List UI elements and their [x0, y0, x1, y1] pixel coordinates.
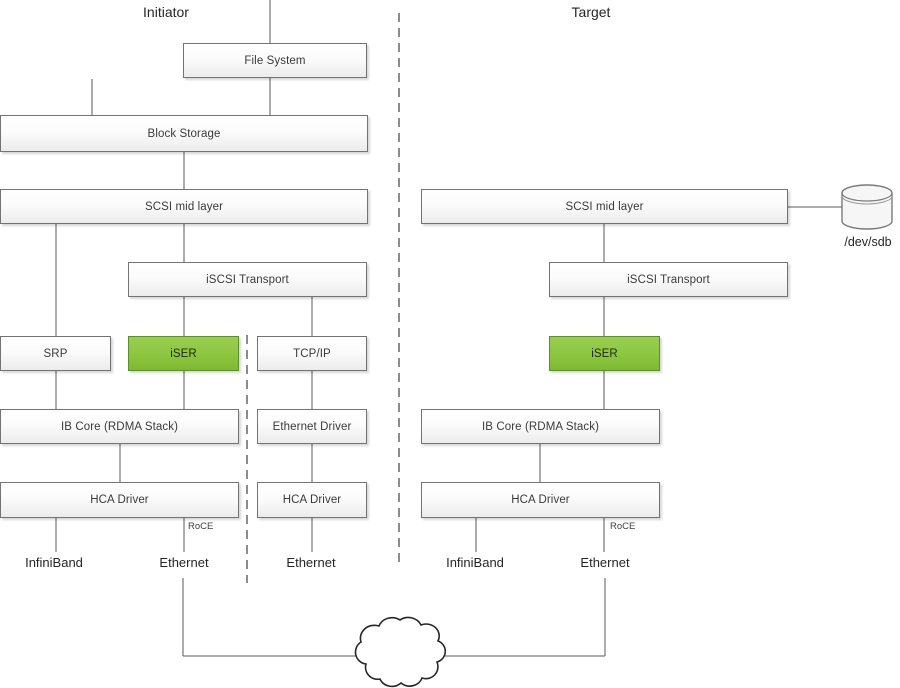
- initiator-title: Initiator: [143, 4, 189, 20]
- target-title: Target: [571, 4, 611, 20]
- target-roce-label: RoCE: [610, 521, 636, 532]
- target-iser-box: iSER: [549, 336, 660, 371]
- initiator-iser-box: iSER: [128, 336, 239, 371]
- initiator-hca-driver-box: HCA Driver: [0, 482, 239, 518]
- initiator-tcp-ethernet-port-label: Ethernet: [286, 555, 336, 570]
- initiator-ethernet-port-label: Ethernet: [159, 555, 209, 570]
- initiator-ib-core-box: IB Core (RDMA Stack): [0, 409, 239, 444]
- tcp-ip-box: TCP/IP: [257, 336, 367, 371]
- initiator-roce-label: RoCE: [188, 521, 214, 532]
- target-infiniband-port-label: InfiniBand: [446, 555, 504, 570]
- target-scsi-mid-layer-box: SCSI mid layer: [421, 189, 788, 224]
- initiator-hca-driver-tcp-box: HCA Driver: [257, 482, 367, 518]
- file-system-box: File System: [183, 43, 367, 78]
- disk-cylinder-icon: [841, 184, 893, 230]
- initiator-iscsi-transport-box: iSCSI Transport: [128, 262, 367, 297]
- srp-box: SRP: [0, 336, 111, 371]
- initiator-scsi-mid-layer-box: SCSI mid layer: [0, 189, 368, 224]
- solid-connectors: [55, 0, 842, 657]
- target-iscsi-transport-box: iSCSI Transport: [549, 262, 788, 297]
- block-storage-box: Block Storage: [0, 115, 368, 152]
- initiator-infiniband-port-label: InfiniBand: [25, 555, 83, 570]
- target-ib-core-box: IB Core (RDMA Stack): [421, 409, 660, 444]
- target-hca-driver-box: HCA Driver: [421, 482, 660, 518]
- target-ethernet-port-label: Ethernet: [580, 555, 630, 570]
- disk-device-label: /dev/sdb: [844, 235, 892, 249]
- network-cloud-icon: [354, 616, 447, 688]
- ethernet-driver-box: Ethernet Driver: [257, 409, 367, 444]
